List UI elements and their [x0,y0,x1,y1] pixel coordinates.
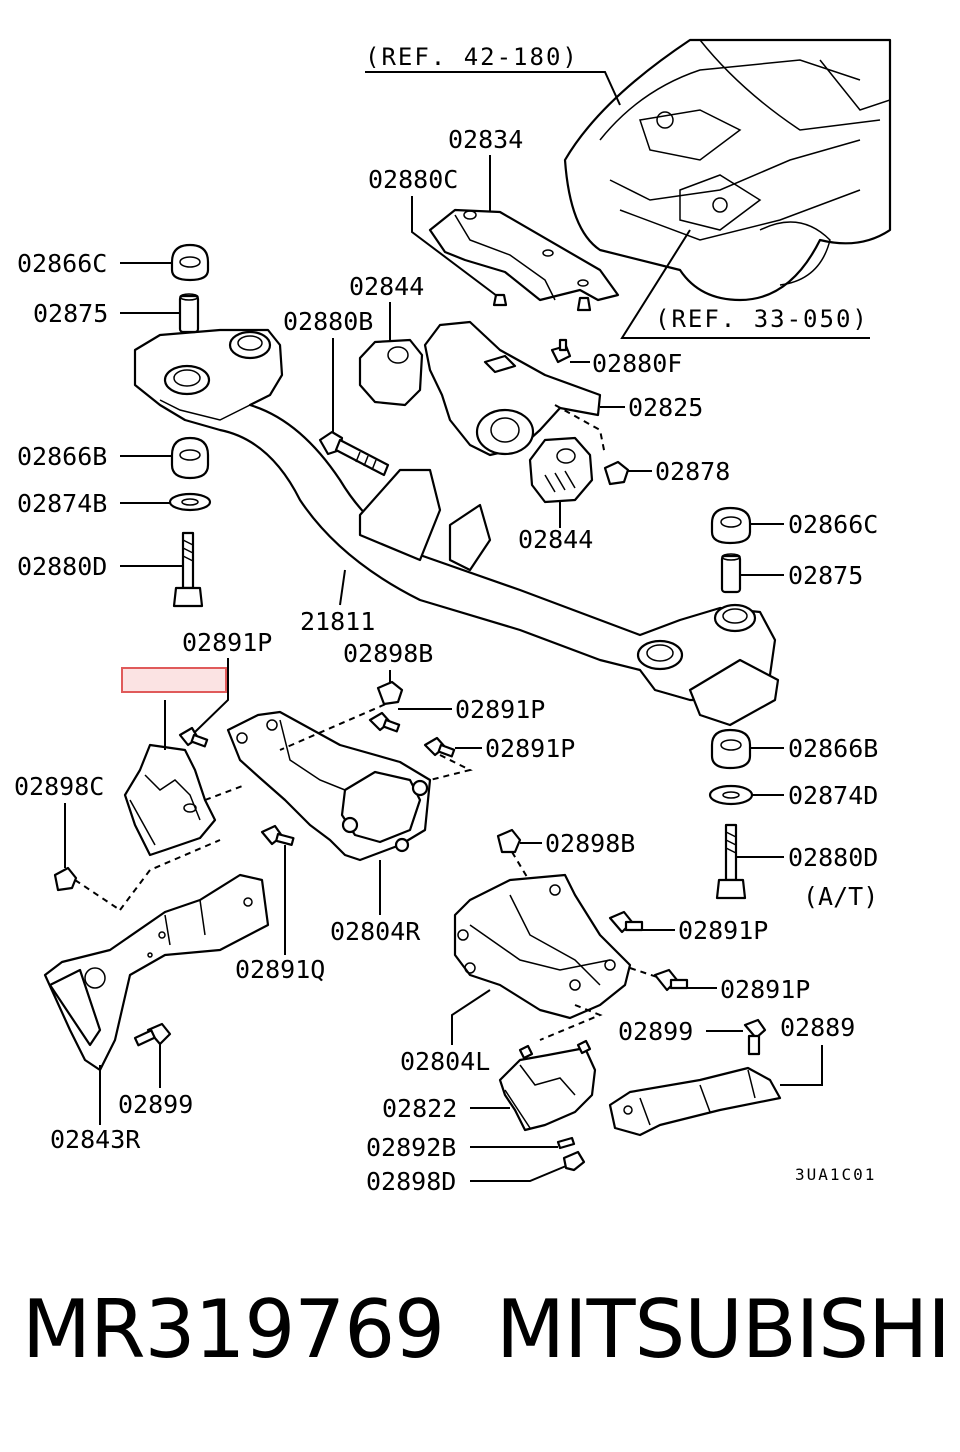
bolt-02891P-b [368,711,401,733]
callout-02899-right: 02899 [618,1017,693,1046]
callout-02880F: 02880F [592,349,682,378]
insulator-02866C-right [710,506,752,545]
insulator-02866C-left [170,243,210,282]
brand-name: MITSUBISHI [496,1283,951,1376]
callout-02843R: 02843R [50,1125,141,1154]
nut-02898D [562,1150,586,1172]
callout-02844-top: 02844 [349,272,424,301]
callout-02866B-right: 02866B [788,734,878,763]
callout-21811: 21811 [300,607,375,636]
washer-02874D [708,784,754,806]
bolt-02899-right [743,1018,767,1056]
callout-02825: 02825 [628,393,703,422]
callout-at-note: (A/T) [803,882,878,911]
bolt-02891P-a [178,726,209,748]
part-number: MR319769 [22,1283,445,1376]
bolt-02891P-c [423,736,456,758]
callout-02866C-left: 02866C [17,249,107,278]
collar-02875-left [178,293,200,334]
bolt-02891P-d [608,910,644,934]
callout-02875-right: 02875 [788,561,863,590]
callout-02834: 02834 [448,125,523,154]
callout-02891P-5: 02891P [720,975,810,1004]
callout-02899-left: 02899 [118,1090,193,1119]
callout-02844-bottom: 02844 [518,525,593,554]
parts-diagram: (REF. 42-180) (REF. 33-050) 02834 02880C… [14,38,892,1196]
collar-02875-right [720,553,742,594]
callout-02866B-left: 02866B [17,442,107,471]
callout-02898B-1: 02898B [343,639,433,668]
bolt-02891Q [260,824,295,847]
mount-02822-upper [123,743,217,857]
bracket-02804R [226,699,473,862]
nut-02878 [603,460,630,486]
callout-02866C-right: 02866C [788,510,878,539]
bolt-02891P-e [653,968,689,992]
ref-top-label: (REF. 42-180) [365,43,579,71]
bracket-02843R [43,839,270,1072]
callout-02822-lower: 02822 [382,1094,457,1123]
callout-02892B: 02892B [366,1133,456,1162]
insulator-02844-bottom [528,436,594,504]
callout-02891P-1: 02891P [182,628,272,657]
callout-02891P-2: 02891P [455,695,545,724]
nut-02898C [53,866,78,892]
mount-02825 [423,320,606,457]
callout-02880B: 02880B [283,307,373,336]
insulator-02866B-left [170,436,210,480]
bolt-02899-left [133,1022,172,1047]
bracket-02804L [453,873,632,1041]
callout-02880C: 02880C [368,165,458,194]
callout-02889: 02889 [780,1013,855,1042]
callout-02898C: 02898C [14,772,104,801]
callout-02880D-right: 02880D [788,843,878,872]
ref-right-label: (REF. 33-050) [655,305,869,333]
callout-02875-left: 02875 [33,299,108,328]
bolt-02880D-right [715,823,747,900]
callout-02898B-2: 02898B [545,829,635,858]
highlighted-part-marker [121,667,227,693]
nut-02898B-1 [376,680,404,706]
vehicle-inset [563,38,892,302]
callout-02874D: 02874D [788,781,878,810]
bracket-02889 [608,1066,782,1137]
insulator-02866B-right [710,728,752,770]
bolt-02880B [318,430,390,477]
bracket-02834 [428,208,620,312]
callout-02874B: 02874B [17,489,107,518]
callout-02898D: 02898D [366,1167,456,1196]
bolt-02880F [550,338,572,364]
callout-02880D-left: 02880D [17,552,107,581]
washer-02874B [168,492,212,512]
callout-02804L: 02804L [400,1047,490,1076]
mount-02822-lower [498,1039,597,1132]
crossmember-21811 [133,328,780,727]
diagram-code: 3UA1C01 [795,1165,876,1184]
insulator-02844-top [358,338,424,407]
callout-02891Q: 02891Q [235,955,325,984]
callout-02891P-4: 02891P [678,916,768,945]
callout-02891P-3: 02891P [485,734,575,763]
callout-02878: 02878 [655,457,730,486]
pin-02892B [556,1136,576,1150]
nut-02898B-2 [496,828,522,854]
callout-02804R: 02804R [330,917,421,946]
bolt-02880D-left [172,531,204,608]
